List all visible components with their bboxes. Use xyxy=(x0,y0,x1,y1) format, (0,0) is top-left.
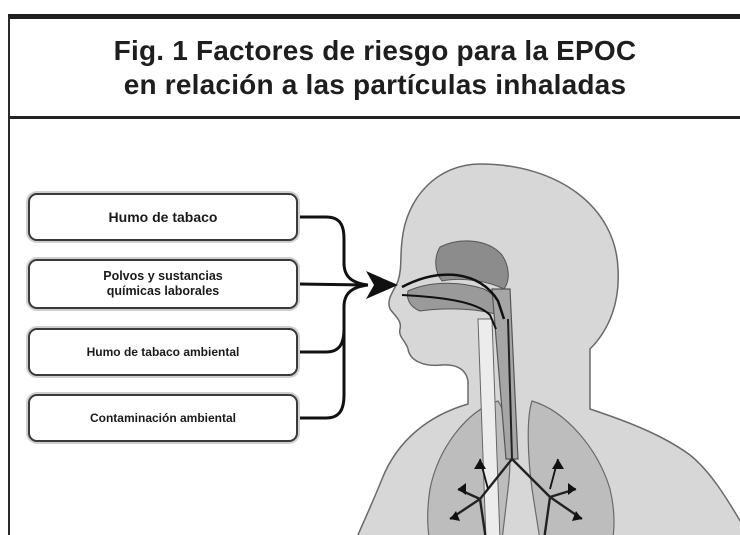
risk-factor-label-line-1: Polvos y sustancias xyxy=(103,269,223,283)
lung-arrow-5 xyxy=(474,459,486,469)
risk-factor-humo-tabaco-ambiental: Humo de tabaco ambiental xyxy=(28,328,298,376)
connector-humo-ambiental xyxy=(298,283,369,354)
lung-arrow-2 xyxy=(568,483,576,495)
airflow-line-upper xyxy=(401,273,506,320)
airflow-trachea xyxy=(507,318,513,460)
lung-arrow-3 xyxy=(450,511,460,521)
connector-contaminacion xyxy=(298,319,346,420)
respiratory-illustration xyxy=(297,163,740,535)
bronchi xyxy=(449,458,583,535)
airflow-line-lower xyxy=(401,294,497,330)
risk-factor-label: Humo de tabaco ambiental xyxy=(86,345,240,359)
connector-humo-tabaco xyxy=(298,215,369,287)
risk-factor-label: Contaminación ambiental xyxy=(89,411,237,425)
lung-arrow-4 xyxy=(572,511,582,521)
risk-factor-polvos-sustancias: Polvos y sustancias químicas laborales xyxy=(28,259,298,309)
title-line-2: en relación a las partículas inhaladas xyxy=(123,68,627,100)
figure-frame: Fig. 1 Factores de riesgo para la EPOC e… xyxy=(8,14,740,535)
risk-factor-label: Humo de tabaco xyxy=(108,209,218,225)
title-line-1: Fig. 1 Factores de riesgo para la EPOC xyxy=(113,34,637,66)
risk-factor-contaminacion-ambiental: Contaminación ambiental xyxy=(28,394,298,442)
risk-factor-humo-de-tabaco: Humo de tabaco xyxy=(28,193,298,241)
connector-polvos xyxy=(297,282,367,287)
lung-arrow-1 xyxy=(458,483,466,495)
lung-arrow-stems xyxy=(479,458,559,490)
lung-arrow-6 xyxy=(552,459,564,469)
inhalation-arrow-head xyxy=(366,271,398,299)
risk-factor-label-line-2: químicas laborales xyxy=(106,284,220,298)
figure-title: Fig. 1 Factores de riesgo para la EPOC e… xyxy=(10,19,740,119)
